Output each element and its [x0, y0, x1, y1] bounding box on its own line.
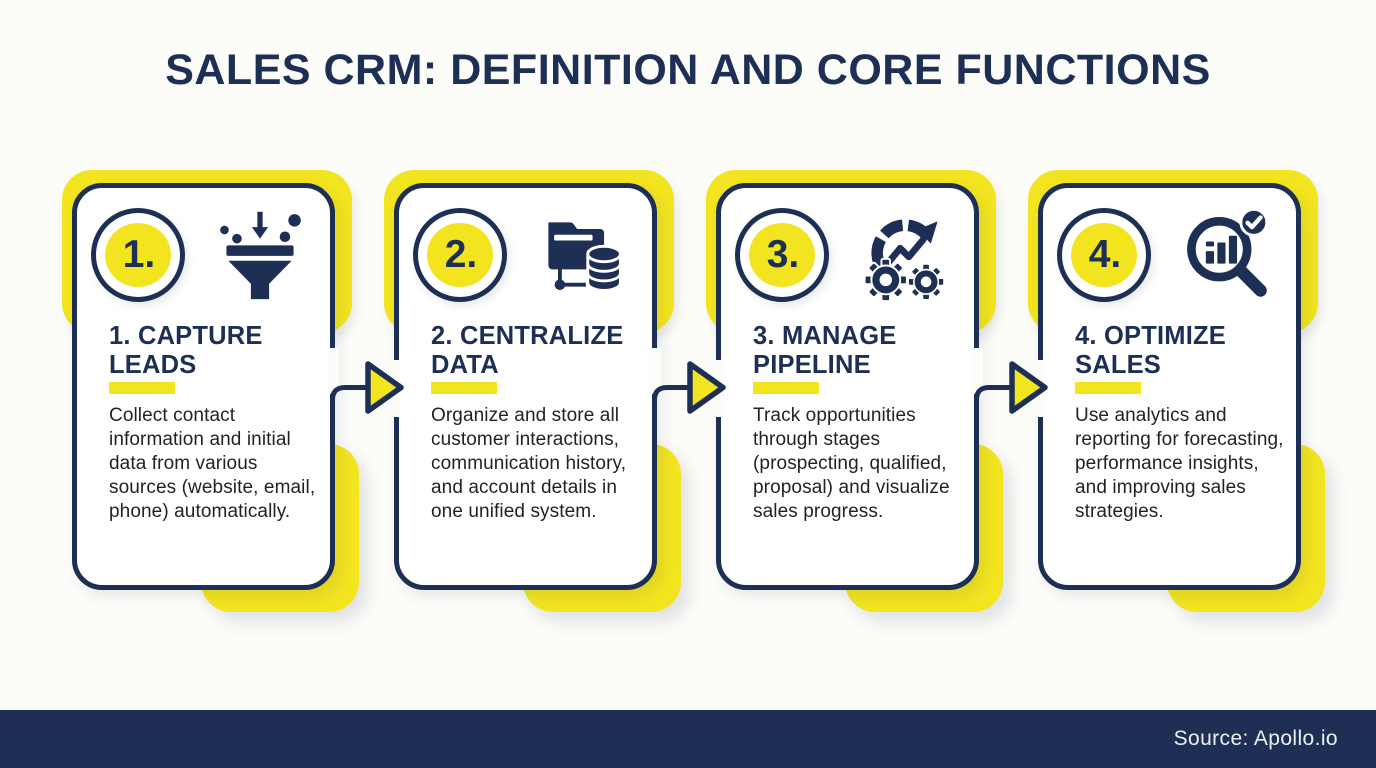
step-number-badge: 2. [413, 208, 507, 302]
step-number: 1. [105, 223, 171, 287]
step-number-badge: 3. [735, 208, 829, 302]
folder-database-icon [534, 206, 630, 302]
title-underline-accent [109, 382, 175, 394]
step-title: 3. MANAGE PIPELINE [753, 322, 897, 380]
step-card-body: 4. 4. OPTIMIZE SALES Use analytics and r… [1038, 183, 1301, 590]
source-credit: Source: Apollo.io [1173, 727, 1338, 750]
magnifier-analytics-icon [1178, 206, 1274, 302]
step-number: 2. [427, 223, 493, 287]
flow-arrow-1 [325, 340, 410, 455]
footer-bar: Source: Apollo.io [0, 710, 1376, 768]
step-card-capture-leads: 1. 1. CAPTURE LEADS Collect contact info… [62, 170, 359, 612]
gauge-gears-icon [856, 206, 952, 302]
step-description: Track opportunities through stages (pros… [753, 405, 950, 522]
title-underline-accent [753, 382, 819, 394]
flow-arrow-3 [969, 340, 1054, 455]
step-number: 3. [749, 223, 815, 287]
step-card-manage-pipeline: 3. [706, 170, 1003, 612]
title-underline-accent [1075, 382, 1141, 394]
step-card-body: 1. 1. CAPTURE LEADS Collect contact info… [72, 183, 335, 590]
step-card-body: 3. [716, 183, 979, 590]
step-title: 4. OPTIMIZE SALES [1075, 322, 1226, 380]
step-description: Organize and store all customer interact… [431, 405, 627, 522]
step-title: 1. CAPTURE LEADS [109, 322, 263, 380]
step-card-centralize-data: 2. 2. CENTRALIZE DATA Organize and stor [384, 170, 681, 612]
step-description: Use analytics and reporting for forecast… [1075, 405, 1284, 522]
step-title: 2. CENTRALIZE DATA [431, 322, 624, 380]
step-number-badge: 1. [91, 208, 185, 302]
title-underline-accent [431, 382, 497, 394]
step-card-body: 2. 2. CENTRALIZE DATA Organize and stor [394, 183, 657, 590]
step-card-optimize-sales: 4. 4. OPTIMIZE SALES Use analytics and r… [1028, 170, 1325, 612]
flow-arrow-2 [647, 340, 732, 455]
funnel-capture-icon [212, 206, 308, 302]
page-title: SALES CRM: DEFINITION AND CORE FUNCTIONS [165, 46, 1211, 94]
step-number: 4. [1071, 223, 1137, 287]
step-description: Collect contact information and initial … [109, 405, 316, 522]
step-number-badge: 4. [1057, 208, 1151, 302]
